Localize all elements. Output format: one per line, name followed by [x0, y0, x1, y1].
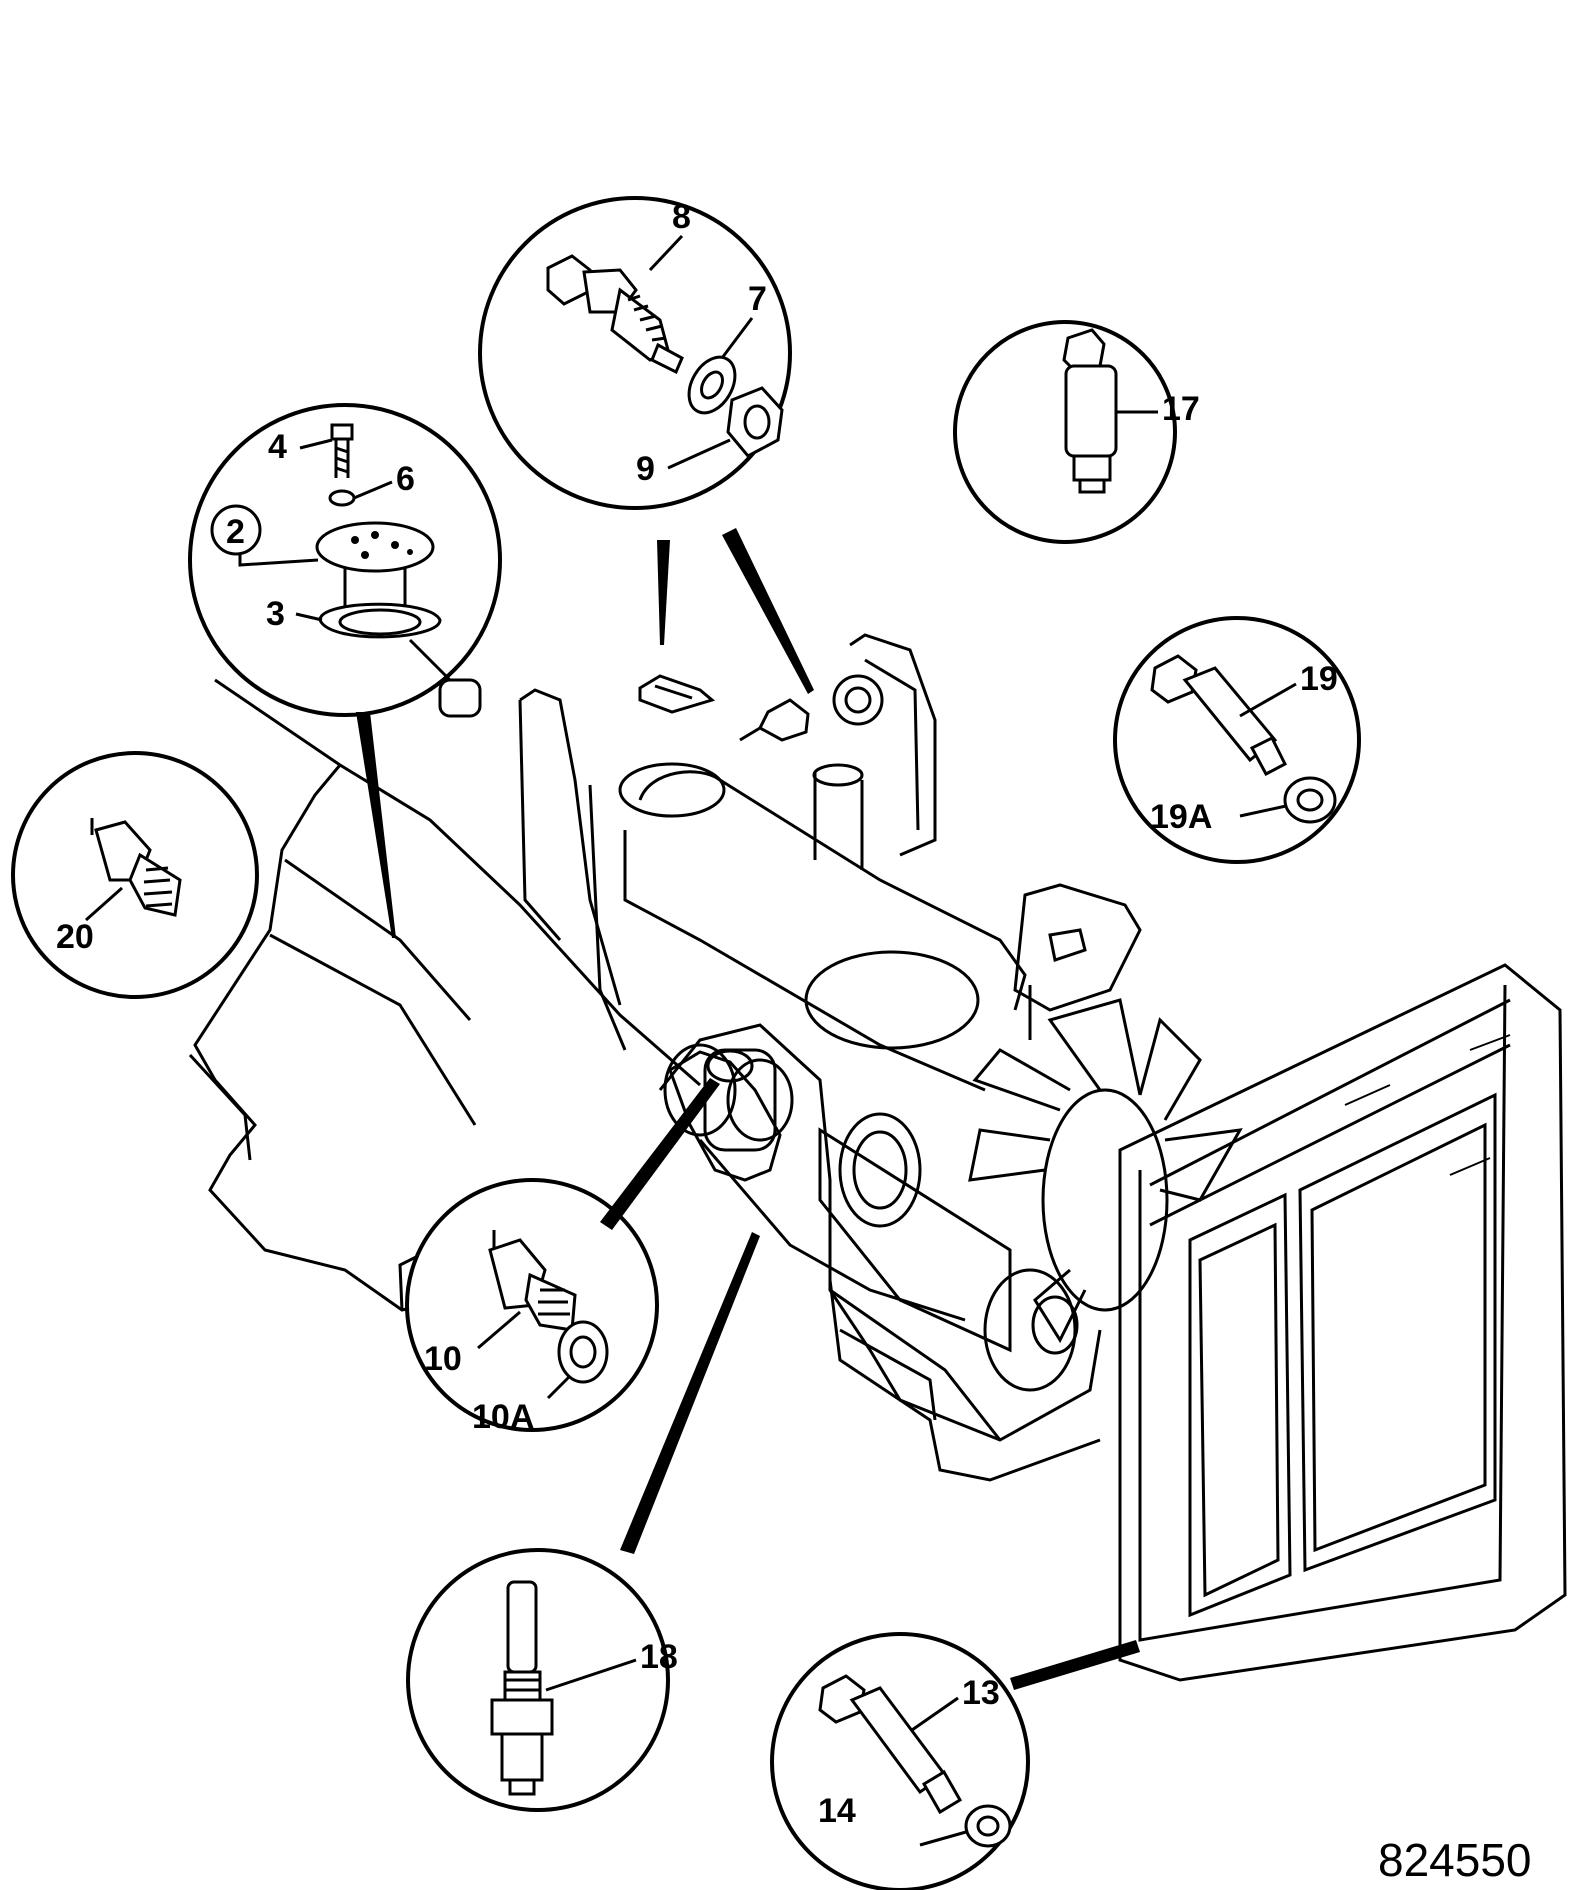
callout-2: 2	[226, 513, 245, 551]
callout-8: 8	[672, 198, 691, 236]
cooling-fan	[968, 998, 1243, 1344]
harness-bracket	[638, 674, 716, 714]
callout-7: 7	[748, 280, 767, 318]
callout-2-circle	[210, 504, 262, 556]
washer-part-6	[328, 489, 356, 507]
nut-part-9	[726, 386, 784, 458]
fuel-sender-part-2	[315, 521, 435, 573]
detail-circle-switch-10: 10 10A	[405, 1178, 659, 1436]
callout-17: 17	[1162, 390, 1200, 428]
callout-14: 14	[818, 1792, 856, 1830]
radiator	[1118, 963, 1567, 1682]
pointer-switch-8-a	[657, 540, 670, 645]
bolt-part-4	[330, 423, 354, 441]
callout-19: 19	[1300, 660, 1338, 698]
callout-4: 4	[268, 428, 287, 466]
detail-circle-switch-8: 8 7 9	[478, 196, 792, 510]
washer-part-14	[964, 1804, 1012, 1848]
switch-part-20	[90, 818, 182, 917]
pointer-sensor-18	[620, 1232, 760, 1554]
callout-10a: 10A	[472, 1398, 534, 1436]
switch-part-8	[546, 254, 684, 375]
sender-part-13	[818, 1674, 963, 1815]
callout-20: 20	[56, 918, 94, 956]
drawing-number: 824550	[1378, 1834, 1532, 1886]
pointer-switch-8-b	[722, 528, 814, 694]
block-switch-housing	[668, 1050, 782, 1182]
callout-18: 18	[640, 1638, 678, 1676]
detail-circle-sender-17: 17	[953, 320, 1200, 544]
callout-9: 9	[636, 450, 655, 488]
pointer-switch-10	[600, 1078, 720, 1230]
callout-13: 13	[962, 1674, 1000, 1712]
callout-19a: 19A	[1150, 798, 1212, 836]
switch-harness	[739, 698, 810, 742]
detail-circle-fuel-sender: 4 6 2 3	[188, 403, 502, 718]
detail-circle-sender-13: 13 14	[770, 1632, 1030, 1890]
detail-circle-switch-20: 20	[11, 751, 259, 999]
pointer-sender-13	[1010, 1640, 1140, 1690]
pointer-fuel-sender	[356, 712, 396, 938]
callout-3: 3	[266, 595, 285, 633]
detail-circle-sensor-18: 18	[406, 1548, 678, 1812]
sensor-part-18	[490, 1580, 554, 1796]
sender-part-19	[1150, 654, 1287, 777]
switch-part-10	[488, 1230, 577, 1332]
callout-6: 6	[396, 460, 415, 498]
sender-plug	[438, 678, 482, 718]
callout-10: 10	[424, 1340, 462, 1378]
detail-circle-sender-19: 19 19A	[1113, 616, 1361, 864]
washer-part-19a	[1283, 776, 1337, 824]
washer-part-10a	[557, 1320, 609, 1384]
washer-part-7	[687, 355, 737, 415]
engine-assembly	[188, 633, 1567, 1682]
